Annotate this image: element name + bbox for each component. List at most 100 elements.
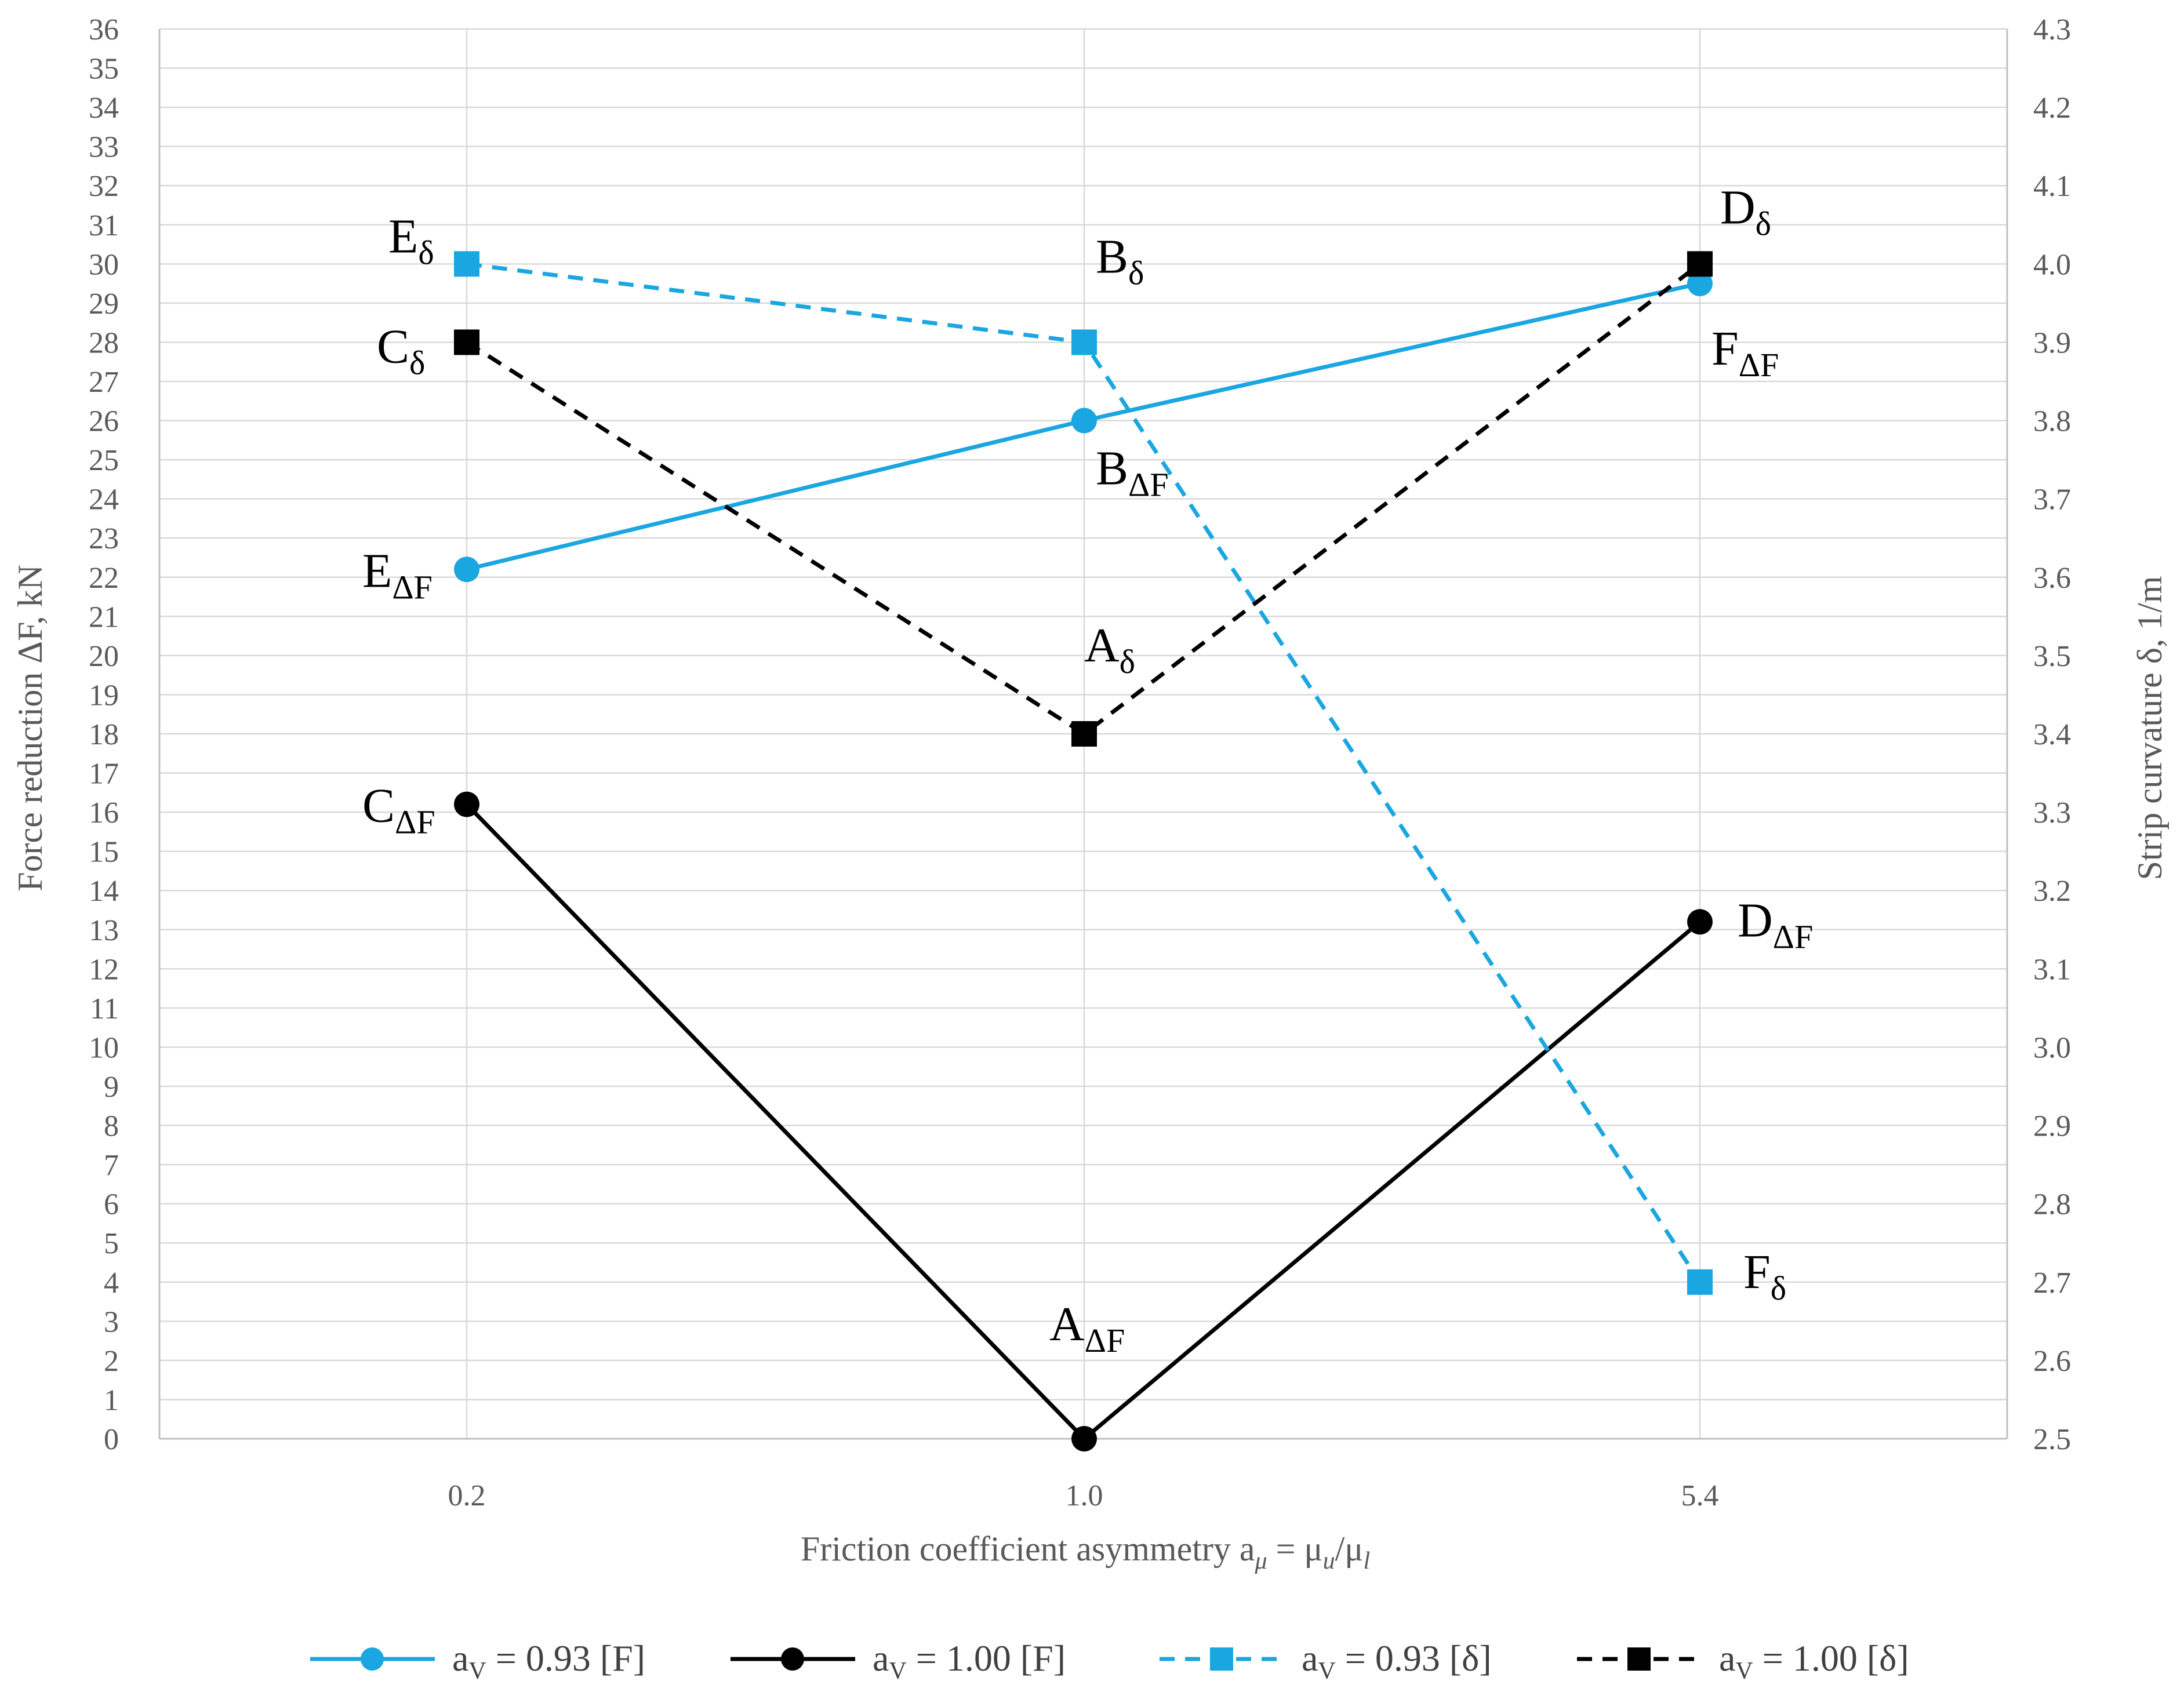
point-label: Bδ <box>1096 230 1144 292</box>
y-left-tick-label: 2 <box>104 1345 119 1378</box>
y-left-tick-label: 17 <box>89 758 119 791</box>
y-right-tick-label: 3.5 <box>2033 640 2071 673</box>
label-subscript: ΔF <box>392 568 433 606</box>
label-subscript: ΔF <box>1739 346 1779 384</box>
y-left-tick-label: 25 <box>89 444 119 477</box>
legend-label-subscript: V <box>1318 1658 1335 1685</box>
x-axis-title: Friction coefficient asymmetry aμ = μu/μ… <box>801 1530 1370 1574</box>
label-subscript: δ <box>409 344 425 381</box>
data-point <box>1687 271 1713 297</box>
y-left-tick-label: 12 <box>89 953 119 986</box>
legend-marker <box>361 1647 384 1671</box>
legend-label-subscript: V <box>468 1658 486 1685</box>
data-point <box>1687 1269 1713 1295</box>
label-letter: A <box>1049 1297 1085 1351</box>
y-left-tick-label: 30 <box>89 248 119 281</box>
y-right-tick-label: 3.7 <box>2033 483 2071 516</box>
legend-label-text: = 0.93 [δ] <box>1336 1638 1492 1679</box>
point-label: Aδ <box>1084 619 1135 681</box>
y-right-tick-label: 3.6 <box>2033 562 2071 595</box>
label-letter: B <box>1096 230 1128 283</box>
legend-label-text: a <box>1302 1638 1318 1679</box>
legend-label: aV = 0.93 [F] <box>452 1638 645 1685</box>
y-right-tick-label: 3.4 <box>2033 718 2071 751</box>
legend-marker <box>1210 1647 1233 1671</box>
data-point <box>454 329 479 355</box>
label-subscript: ΔF <box>1128 466 1169 504</box>
y-left-tick-label: 36 <box>89 13 119 46</box>
y-left-tick-label: 19 <box>89 679 119 712</box>
series-4 <box>454 251 1713 747</box>
label-subscript: δ <box>1756 205 1771 242</box>
label-letter: F <box>1743 1245 1771 1299</box>
x-tick-label: 5.4 <box>1681 1479 1719 1512</box>
data-point <box>1071 408 1097 434</box>
text-run: /μ <box>1335 1530 1364 1568</box>
label-letter: C <box>362 779 395 833</box>
legend-item-3: aV = 0.93 [δ] <box>1160 1638 1492 1685</box>
y-left-tick-label: 1 <box>104 1384 119 1417</box>
text-run: = μ <box>1267 1530 1323 1568</box>
series-3 <box>454 251 1713 1295</box>
y-right-tick-label: 3.2 <box>2033 875 2071 908</box>
y-left-tick-label: 20 <box>89 640 119 673</box>
y-right-tick-label: 2.8 <box>2033 1188 2071 1221</box>
label-subscript: δ <box>418 234 434 271</box>
y-left-tick-label: 5 <box>104 1227 119 1260</box>
legend-label-text: = 1.00 [δ] <box>1753 1638 1909 1679</box>
text-run: Friction coefficient asymmetry a <box>801 1530 1255 1568</box>
y-right-tick-label: 3.9 <box>2033 326 2071 359</box>
label-letter: D <box>1738 893 1773 947</box>
label-letter: D <box>1720 180 1756 234</box>
legend-item-2: aV = 1.00 [F] <box>731 1638 1066 1685</box>
label-letter: A <box>1084 619 1120 672</box>
legend-label-text: = 0.93 [F] <box>486 1638 645 1679</box>
legend-label-text: a <box>873 1638 889 1679</box>
data-point <box>1071 1426 1097 1451</box>
legend-label-subscript: V <box>889 1658 906 1685</box>
series-group <box>454 251 1713 1451</box>
y-left-tick-label: 26 <box>89 405 119 438</box>
label-subscript: ΔF <box>1085 1322 1125 1359</box>
point-label: Eδ <box>388 209 434 271</box>
y-left-tick-label: 32 <box>89 170 119 203</box>
y-left-tick-label: 0 <box>104 1423 119 1456</box>
label-letter: E <box>362 544 392 598</box>
legend-label-text: a <box>1719 1638 1735 1679</box>
label-letter: B <box>1096 442 1128 496</box>
y-axis-left-title: Force reduction ΔF, kN <box>11 565 49 892</box>
data-point <box>1687 909 1713 935</box>
data-point <box>454 251 479 277</box>
point-label: EΔF <box>362 544 433 606</box>
label-subscript: δ <box>1771 1269 1786 1307</box>
y-axis-right-title: Strip curvature δ, 1/m <box>2131 576 2169 881</box>
y-left-tick-label: 22 <box>89 562 119 595</box>
y-right-tick-label: 3.3 <box>2033 796 2071 830</box>
y-left-tick-label: 18 <box>89 718 119 751</box>
point-label: Fδ <box>1743 1245 1786 1307</box>
legend-label: aV = 0.93 [δ] <box>1302 1638 1492 1685</box>
y-right-tick-label: 4.3 <box>2033 13 2071 46</box>
label-subscript: δ <box>1128 254 1144 292</box>
y-right-tick-label: 3.1 <box>2033 953 2071 986</box>
label-subscript: δ <box>1120 643 1135 681</box>
label-letter: C <box>377 319 409 373</box>
subscript: u <box>1323 1548 1335 1574</box>
y-left-tick-label: 24 <box>89 483 119 516</box>
data-point <box>1687 251 1713 277</box>
x-tick-label: 0.2 <box>448 1479 486 1512</box>
y-right-tick-label: 3.0 <box>2033 1031 2071 1064</box>
point-label: DΔF <box>1738 893 1813 955</box>
data-point <box>1071 721 1097 747</box>
y-left-tick-label: 6 <box>104 1188 119 1221</box>
y-right-tick-label: 2.5 <box>2033 1423 2071 1456</box>
data-point <box>454 791 479 817</box>
point-label: Dδ <box>1720 180 1771 242</box>
subscript: l <box>1363 1548 1370 1574</box>
y-left-tick-label: 34 <box>89 92 119 125</box>
y-right-tick-label: 3.8 <box>2033 405 2071 438</box>
y-right-tick-label: 2.9 <box>2033 1110 2071 1143</box>
label-subscript: ΔF <box>395 803 435 841</box>
y-left-tick-label: 28 <box>89 326 119 359</box>
